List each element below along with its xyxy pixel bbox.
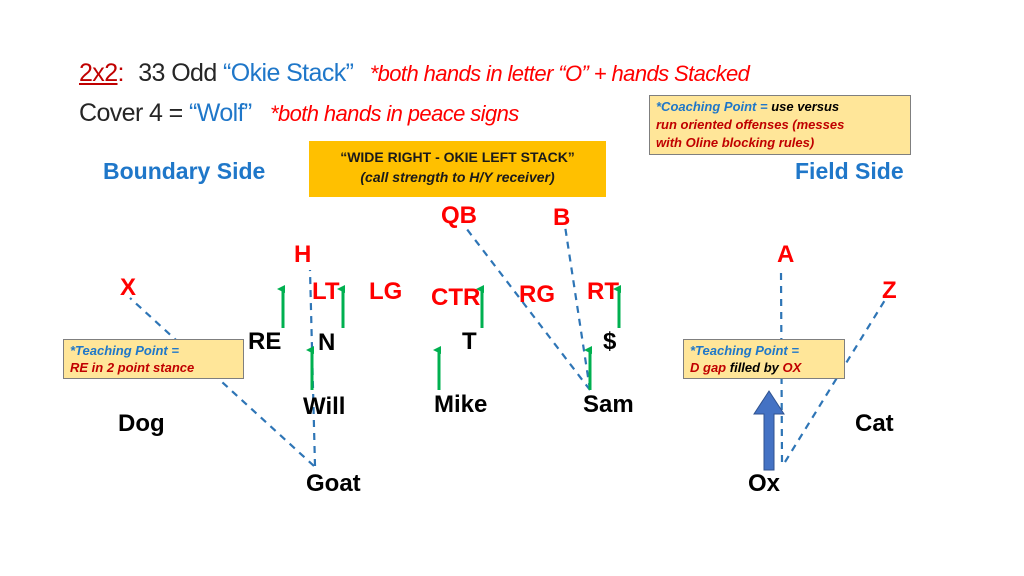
a-label: A	[777, 241, 795, 268]
call-box-line-2: (call strength to H/Y receiver)	[360, 169, 555, 185]
t-label: T	[462, 328, 477, 355]
title-line-2: Cover 4 = “Wolf” *both hands in peace si…	[79, 99, 519, 128]
front-label: 33 Odd	[138, 59, 217, 87]
rt-label: RT	[587, 278, 619, 305]
qb-label: QB	[441, 202, 477, 229]
lg-label: LG	[369, 278, 403, 305]
coaching-point-text-1: use versus	[771, 99, 840, 114]
goat-to-h-line	[308, 269, 317, 467]
coverage-signal: *both hands in peace signs	[270, 101, 519, 126]
ctr-label: CTR	[431, 284, 481, 311]
front-name: “Okie Stack”	[223, 59, 354, 87]
teaching-point-right-mid: filled by	[729, 360, 779, 375]
will-label: Will	[303, 393, 346, 420]
coaching-point-text-3: with Oline blocking rules)	[656, 135, 815, 150]
rg-label: RG	[519, 281, 555, 308]
goat-to-x-line	[129, 297, 315, 467]
teaching-point-left-box: *Teaching Point = RE in 2 point stance	[63, 339, 244, 379]
sam-to-qb-line	[465, 227, 591, 391]
coaching-point-lead: *Coaching Point =	[656, 99, 768, 114]
teaching-point-right-gap: D gap	[690, 360, 727, 375]
goat-label: Goat	[306, 470, 361, 497]
dollar-label: $	[603, 328, 617, 355]
formation-code: 2x2	[79, 59, 118, 87]
ox-label: Ox	[748, 470, 781, 497]
b-label: B	[553, 204, 571, 231]
sam-to-b-line	[563, 225, 592, 391]
z-label: Z	[882, 277, 897, 304]
lt-label: LT	[312, 278, 340, 305]
teaching-point-left-lead: *Teaching Point =	[70, 343, 179, 358]
cat-label: Cat	[855, 410, 894, 437]
x-label: X	[120, 274, 137, 301]
front-signal: *both hands in letter “O” + hands Stacke…	[369, 61, 750, 86]
field-side-label: Field Side	[795, 158, 904, 184]
call-box: “WIDE RIGHT - OKIE LEFT STACK” (call str…	[309, 141, 606, 197]
formation-sep: :	[117, 59, 125, 87]
call-box-line-1: “WIDE RIGHT - OKIE LEFT STACK”	[340, 149, 575, 165]
mike-label: Mike	[434, 391, 488, 418]
sam-label: Sam	[583, 391, 634, 418]
boundary-side-label: Boundary Side	[103, 158, 266, 184]
ox-to-z-line	[784, 299, 886, 463]
coverage-label: Cover 4 =	[79, 99, 183, 127]
dog-label: Dog	[118, 410, 165, 437]
teaching-point-left-text: RE in 2 point stance	[70, 360, 195, 375]
n-label: N	[318, 329, 336, 356]
teaching-point-right-ox: OX	[782, 360, 802, 375]
coaching-point-text-2: run oriented offenses (messes	[656, 117, 845, 132]
title-line-1: 2x2: 33 Odd “Okie Stack” *both hands in …	[79, 59, 750, 88]
teaching-point-right-box: *Teaching Point = D gap filled by OX	[683, 339, 845, 379]
teaching-point-right-lead: *Teaching Point =	[690, 343, 799, 358]
ox-gap-arrow	[753, 390, 785, 471]
re-label: RE	[248, 328, 282, 355]
h-label: H	[294, 241, 312, 268]
coaching-point-box: *Coaching Point = use versus run oriente…	[649, 95, 911, 155]
coverage-name: “Wolf”	[189, 99, 252, 127]
